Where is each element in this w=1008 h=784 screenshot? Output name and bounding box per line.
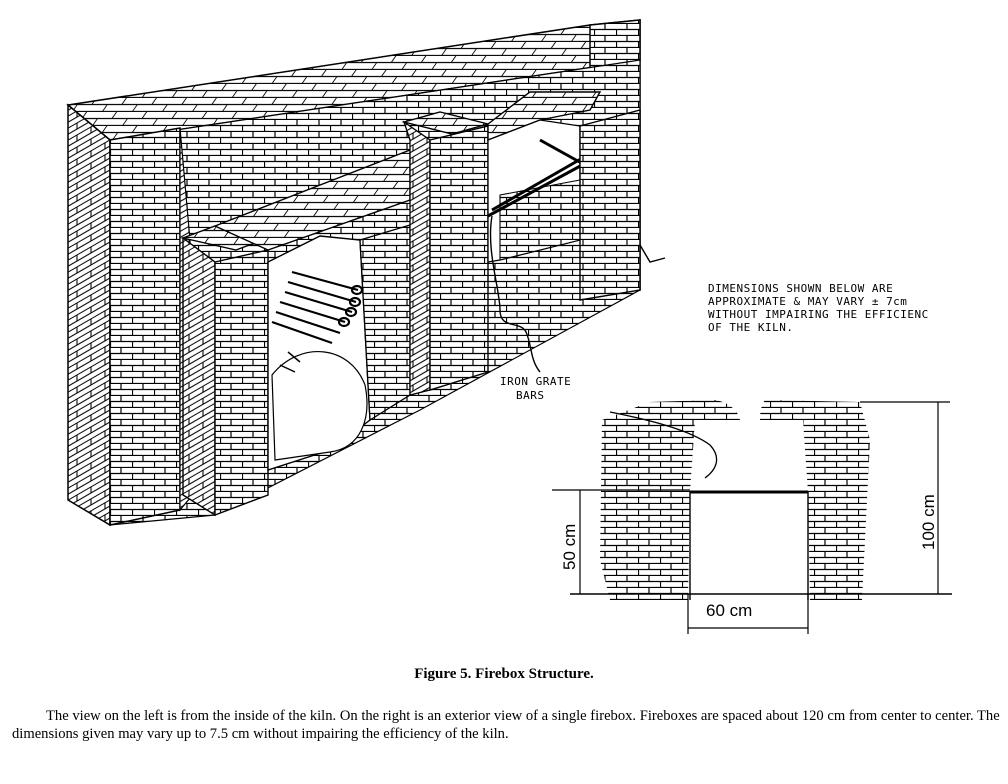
right-grate-bars xyxy=(487,138,587,218)
middle-pier-side xyxy=(182,236,216,517)
isometric-kiln-wall xyxy=(66,19,666,527)
iron-grate-leader xyxy=(489,215,541,373)
dim-60-label: 60 cm xyxy=(706,601,752,620)
ash-pit-opening xyxy=(690,494,808,594)
dim-50-label: 50 cm xyxy=(560,524,579,570)
arch-opening xyxy=(690,420,808,492)
left-pier-front xyxy=(109,127,181,526)
central-pier-front xyxy=(429,125,489,391)
right-jamb xyxy=(760,400,870,600)
figure-caption-title: Figure 5. Firebox Structure. xyxy=(414,666,594,682)
figure-caption-body: The view on the left is from the inside … xyxy=(12,708,1000,742)
note-line: WITHOUT IMPAIRING THE EFFICIENC xyxy=(708,308,929,321)
iron-grate-label-line: IRON GRATE xyxy=(500,375,571,388)
note-line: OF THE KILN. xyxy=(708,321,793,334)
left-grate-bars xyxy=(271,270,364,345)
central-pier-side xyxy=(402,120,431,396)
iron-grate-label-line: BARS xyxy=(516,389,545,402)
note-line: DIMENSIONS SHOWN BELOW ARE xyxy=(708,282,893,295)
middle-pier-front xyxy=(214,249,269,517)
note-line: APPROXIMATE & MAY VARY ± 7cm xyxy=(708,295,907,308)
left-jamb xyxy=(600,400,740,600)
left-firebox-ash-pit xyxy=(271,351,368,461)
dim-100-label: 100 cm xyxy=(919,494,938,550)
grate-leader-right xyxy=(609,411,718,479)
firebox-elevation: 50 cm 100 cm 60 cm xyxy=(552,400,952,634)
far-right-pier xyxy=(579,109,641,301)
dimensions-note: DIMENSIONS SHOWN BELOW ARE APPROXIMATE &… xyxy=(708,282,929,334)
left-pier-side xyxy=(67,103,111,527)
